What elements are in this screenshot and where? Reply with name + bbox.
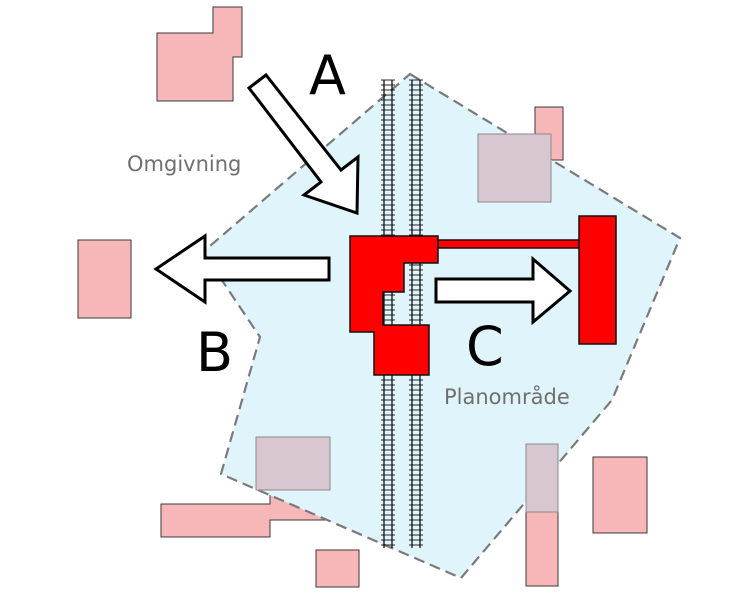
arrow-a-label: A: [309, 44, 346, 107]
building-top-left: [156, 6, 243, 102]
surroundings-label: Omgivning: [127, 152, 241, 176]
arrow-c: [434, 255, 573, 326]
arrow-b: [153, 233, 331, 305]
plan-area-buildings: [255, 133, 559, 513]
surrounding-buildings: [77, 6, 648, 588]
building-inside-bottom-right: [525, 443, 559, 513]
building-left: [77, 239, 132, 319]
building-inside-top-right: [477, 133, 552, 203]
station-east-wing: [578, 215, 617, 345]
building-inside-bottom-left: [255, 436, 331, 491]
arrow-a: [246, 72, 360, 216]
plan-area-label: Planområde: [444, 384, 570, 409]
building-bottom-small: [315, 549, 360, 588]
station-main-block: [349, 235, 439, 376]
railway-tracks: [381, 79, 423, 548]
arrow-b-label: B: [196, 321, 233, 384]
building-right: [592, 456, 648, 534]
arrow-c-label: C: [466, 315, 504, 378]
track-east: [409, 79, 423, 548]
station-connector: [437, 239, 582, 249]
station-building: [349, 215, 617, 376]
